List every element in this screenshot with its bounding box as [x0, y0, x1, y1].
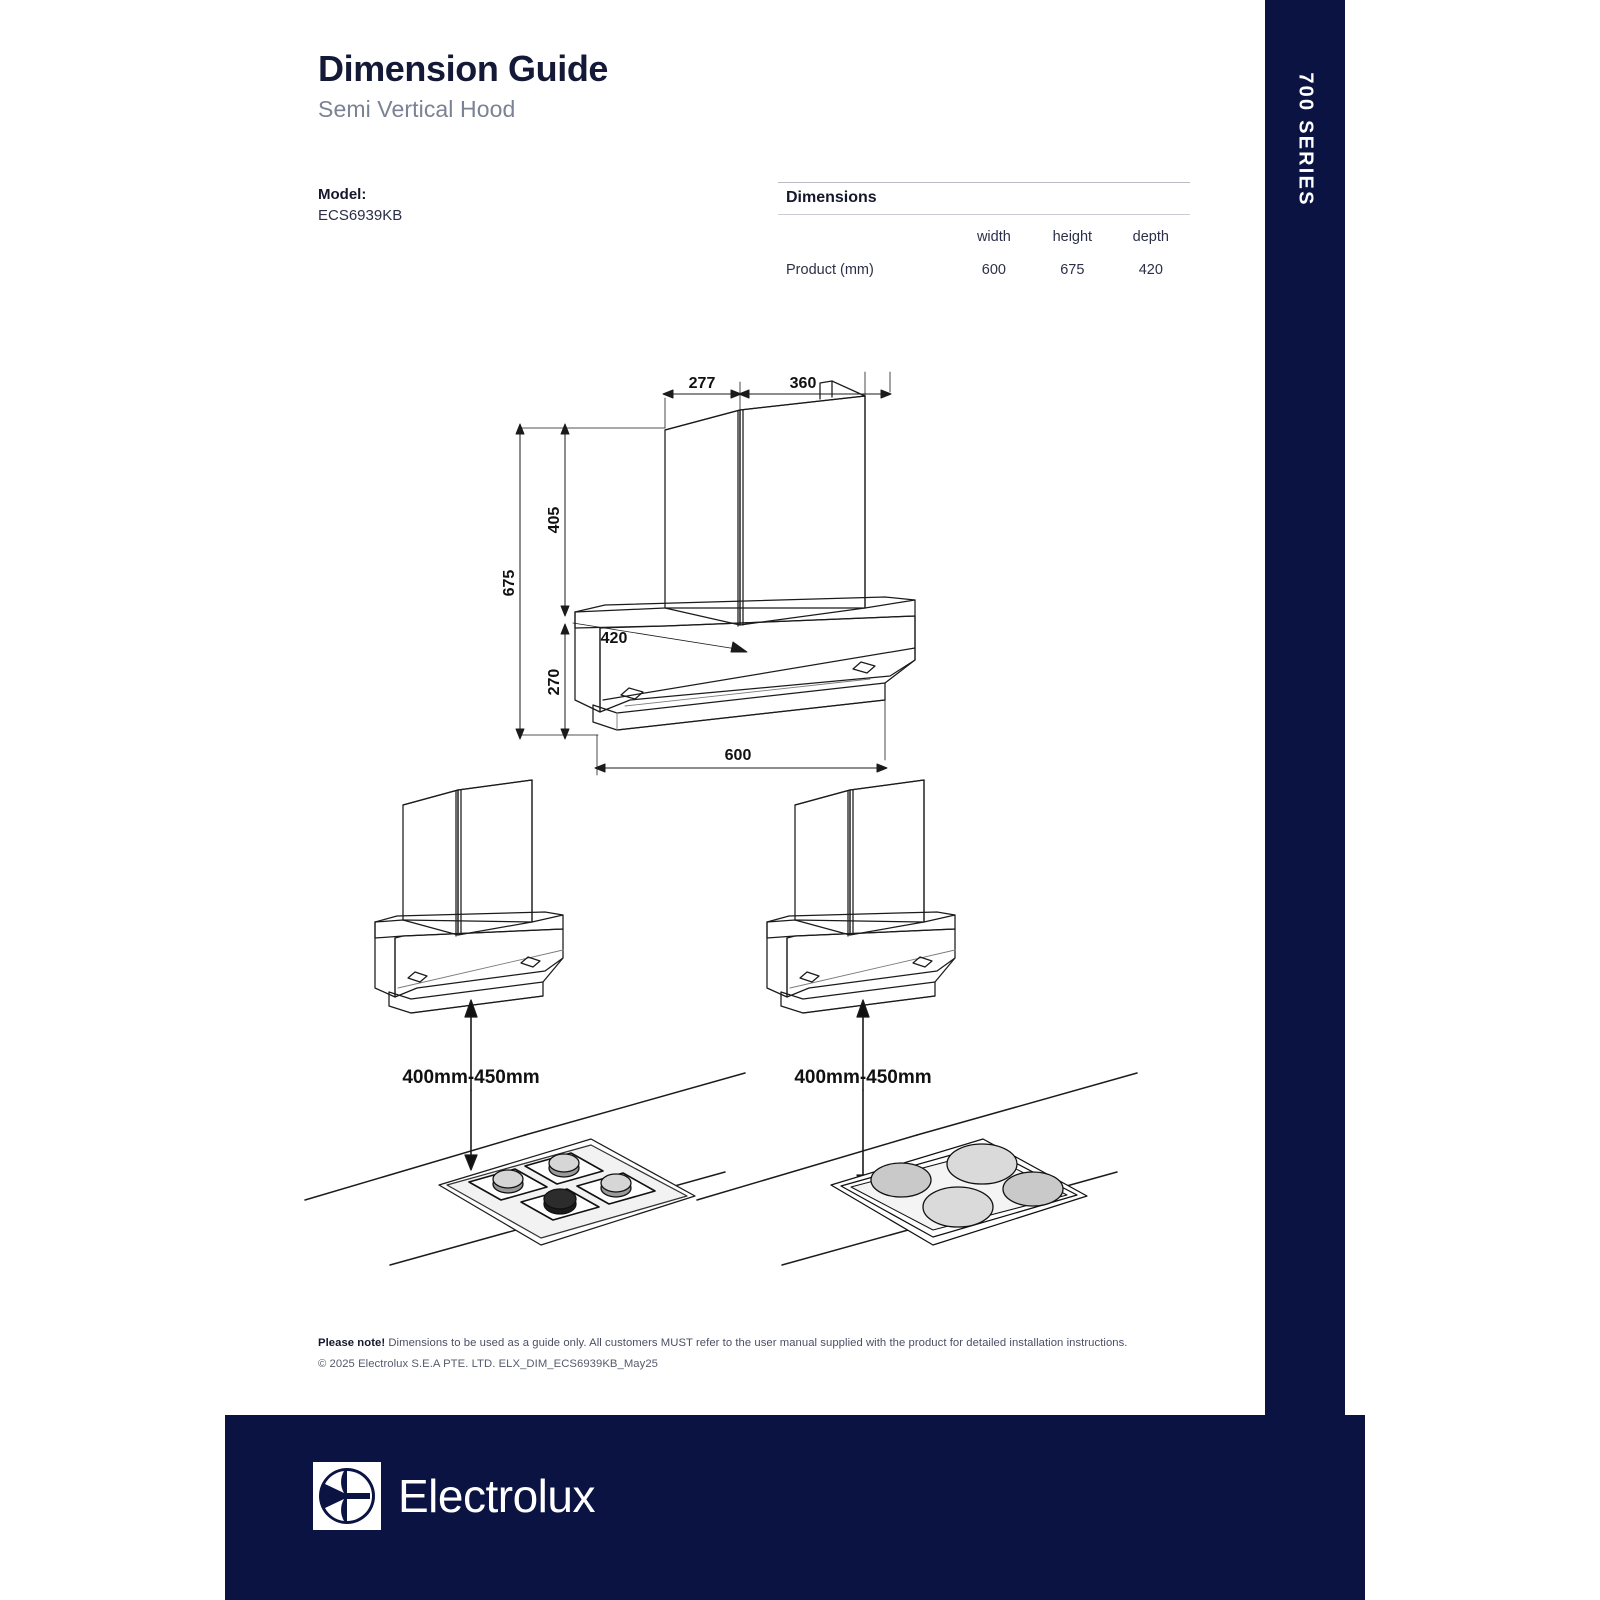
dim-label-405: 405: [546, 507, 563, 534]
dim-label-270: 270: [546, 669, 563, 696]
series-band: 700 SERIES: [1265, 0, 1345, 1420]
document-page: Dimension Guide Semi Vertical Hood Model…: [225, 0, 1285, 1415]
electrolux-wordmark: Electrolux: [398, 1470, 595, 1522]
gas-cooktop-drawing: [304, 1072, 746, 1266]
cell-width: 600: [981, 262, 1006, 278]
dim-label-277: 277: [689, 375, 716, 392]
install-drawing-right: [766, 779, 956, 1191]
clearance-label-left: 400mm-450mm: [402, 1067, 539, 1088]
clearance-label-right: 400mm-450mm: [794, 1067, 931, 1088]
dimension-lines: [515, 371, 892, 776]
main-hood-drawing: [574, 380, 916, 731]
model-value: ECS6939KB: [318, 207, 403, 224]
cell-height: 675: [1060, 262, 1085, 278]
dimensions-heading: Dimensions: [786, 189, 877, 206]
table-row: Product (mm) 600 675 420: [778, 245, 1190, 278]
dimensions-table: Dimensions width height depth Product (m…: [778, 182, 1190, 278]
row-label-product: Product (mm): [786, 262, 874, 278]
electrolux-logo-icon: [313, 1462, 381, 1530]
table-column-headers: width height depth: [778, 215, 1190, 245]
page-title: Dimension Guide: [318, 48, 609, 89]
footer-note: Please note! Dimensions to be used as a …: [318, 1337, 1128, 1349]
column-header-height: height: [1052, 229, 1093, 245]
model-label: Model:: [318, 186, 367, 203]
electrolux-logo: Electrolux: [313, 1462, 595, 1530]
install-drawing-left: [374, 779, 564, 1171]
cell-depth: 420: [1138, 262, 1163, 278]
technical-drawing-area: 277 360 405 675 420 270 600: [304, 371, 1138, 1266]
table-head-rule: [778, 214, 1190, 215]
table-top-rule: [778, 182, 1190, 183]
dim-label-600: 600: [725, 747, 752, 764]
page-subtitle: Semi Vertical Hood: [318, 96, 516, 122]
series-label: 700 SERIES: [1294, 72, 1317, 207]
dim-label-675: 675: [501, 570, 518, 597]
copyright-line: © 2025 Electrolux S.E.A PTE. LTD. ELX_DI…: [318, 1358, 658, 1370]
brand-footer-band: Electrolux: [225, 1415, 1365, 1600]
column-header-width: width: [976, 229, 1011, 245]
dim-label-360: 360: [790, 375, 817, 392]
footer-note-text: Dimensions to be used as a guide only. A…: [385, 1337, 1128, 1349]
induction-cooktop-drawing: [696, 1072, 1138, 1266]
column-header-depth: depth: [1132, 229, 1169, 245]
dim-label-420: 420: [601, 630, 628, 647]
footer-note-bold: Please note!: [318, 1337, 386, 1349]
